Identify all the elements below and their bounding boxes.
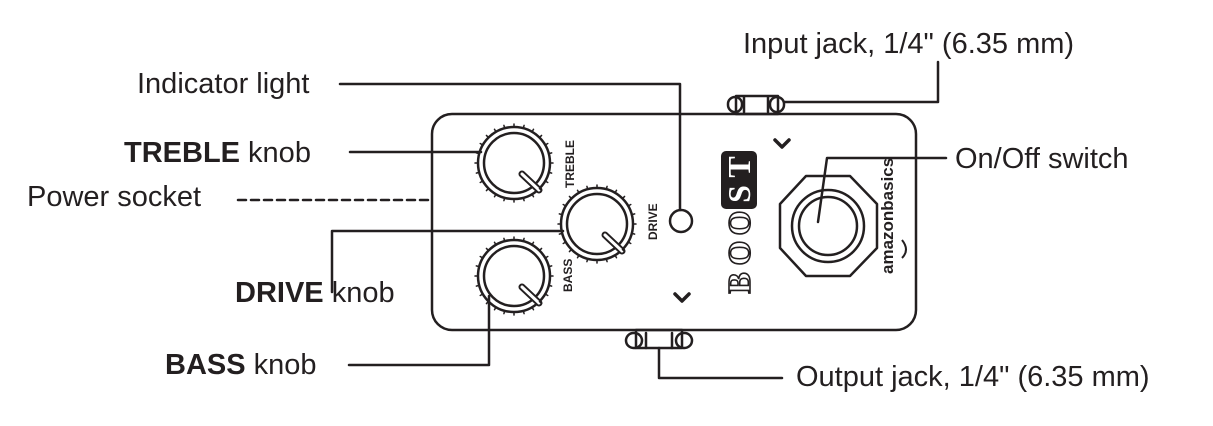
knob-knurl-tick xyxy=(475,284,480,287)
bass-knob[interactable] xyxy=(474,236,554,316)
chevron-down-icon xyxy=(673,292,691,303)
pedal-body xyxy=(430,112,918,332)
knob-knurl-tick xyxy=(631,232,636,235)
knob-knurl-tick xyxy=(548,171,553,174)
drive-knob[interactable] xyxy=(557,184,637,264)
knob-knurl-tick xyxy=(522,197,525,202)
knob-knurl-tick xyxy=(485,187,490,192)
svg-text:B: B xyxy=(721,272,757,293)
knob-knurl-tick xyxy=(538,247,543,252)
knob-knurl-tick xyxy=(538,300,543,305)
knob-knurl-tick xyxy=(538,134,543,139)
knob-knurl-tick xyxy=(531,128,535,133)
knob-knurl-tick xyxy=(621,248,626,253)
knob-knurl-tick xyxy=(503,310,506,315)
chevron-down-icon xyxy=(773,138,791,149)
on-off-switch[interactable] xyxy=(778,174,879,278)
knob-knurl-tick xyxy=(544,180,549,184)
svg-text:S: S xyxy=(721,185,757,203)
knob-knurl-tick xyxy=(538,187,543,192)
knob-knurl-tick xyxy=(544,293,549,297)
treble-knob[interactable] xyxy=(474,123,554,203)
knob-knurl-tick xyxy=(522,124,525,129)
knob-knurl-tick xyxy=(531,306,535,311)
drive-panel-label: DRIVE xyxy=(646,203,660,240)
input-jack-label: Input jack, 1/4" (6.35 mm) xyxy=(743,28,1075,60)
leader-indicator xyxy=(338,82,682,212)
knob-knurl-tick xyxy=(493,128,497,133)
leader-switch xyxy=(816,156,948,224)
knob-knurl-tick xyxy=(631,213,636,216)
knob-knurl-tick xyxy=(548,265,553,268)
treble-knob-label: TREBLE knob xyxy=(124,137,311,169)
knob-knurl-tick xyxy=(558,213,563,216)
power-socket-label: Power socket xyxy=(27,181,202,213)
bass-panel-label: BASS xyxy=(561,259,575,292)
knob-knurl-tick xyxy=(562,203,567,207)
knob-knurl-tick xyxy=(475,171,480,174)
input-jack xyxy=(726,94,786,116)
treble-panel-label: TREBLE xyxy=(563,140,577,188)
on-off-switch-label: On/Off switch xyxy=(955,143,1129,175)
boost-logo: B O O S T xyxy=(720,151,758,294)
knob-knurl-tick xyxy=(576,254,580,259)
svg-text:O: O xyxy=(721,241,757,266)
knob-knurl-tick xyxy=(586,258,589,263)
knob-knurl-tick xyxy=(531,241,535,246)
knob-knurl-tick xyxy=(522,310,525,315)
knob-knurl-tick xyxy=(605,185,608,190)
knob-knurl-tick xyxy=(605,258,608,263)
knob-knurl-tick xyxy=(627,203,632,207)
knob-knurl-tick xyxy=(503,197,506,202)
knob-knurl-tick xyxy=(531,193,535,198)
knob-knurl-tick xyxy=(621,195,626,200)
knob-knurl-tick xyxy=(493,193,497,198)
knob-knurl-tick xyxy=(479,255,484,259)
knob-knurl-tick xyxy=(493,241,497,246)
knob-knurl-tick xyxy=(522,237,525,242)
svg-text:T: T xyxy=(721,156,757,177)
brand-smile xyxy=(901,239,907,259)
knob-knurl-tick xyxy=(479,142,484,146)
leader-bass xyxy=(347,294,491,367)
knob-knurl-tick xyxy=(627,241,632,245)
svg-text:O: O xyxy=(721,211,757,236)
knob-knurl-tick xyxy=(485,134,490,139)
knob-knurl-tick xyxy=(614,189,618,194)
bass-knob-label: BASS knob xyxy=(165,349,317,381)
knob-knurl-tick xyxy=(544,142,549,146)
indicator-light-label: Indicator light xyxy=(137,68,310,100)
knob-knurl-tick xyxy=(614,254,618,259)
leader-input-jack xyxy=(783,60,940,104)
output-jack-label: Output jack, 1/4" (6.35 mm) xyxy=(796,361,1150,393)
drive-knob-label: DRIVE knob xyxy=(235,277,395,309)
leader-drive xyxy=(330,229,565,294)
leader-output-jack xyxy=(657,346,784,380)
knob-knurl-tick xyxy=(485,247,490,252)
knob-knurl-tick xyxy=(503,124,506,129)
indicator-light xyxy=(668,208,694,234)
knob-knurl-tick xyxy=(479,180,484,184)
brand-logo: amazonbasics xyxy=(878,158,897,274)
knob-knurl-tick xyxy=(568,248,573,253)
knob-knurl-tick xyxy=(493,306,497,311)
output-jack xyxy=(624,328,694,350)
knob-knurl-tick xyxy=(586,185,589,190)
knob-knurl-tick xyxy=(475,265,480,268)
knob-knurl-tick xyxy=(544,255,549,259)
knob-knurl-tick xyxy=(548,284,553,287)
knob-knurl-tick xyxy=(479,293,484,297)
knob-knurl-tick xyxy=(558,232,563,235)
knob-knurl-tick xyxy=(576,189,580,194)
knob-knurl-tick xyxy=(568,195,573,200)
knob-knurl-tick xyxy=(562,241,567,245)
knob-knurl-tick xyxy=(503,237,506,242)
knob-knurl-tick xyxy=(548,152,553,155)
